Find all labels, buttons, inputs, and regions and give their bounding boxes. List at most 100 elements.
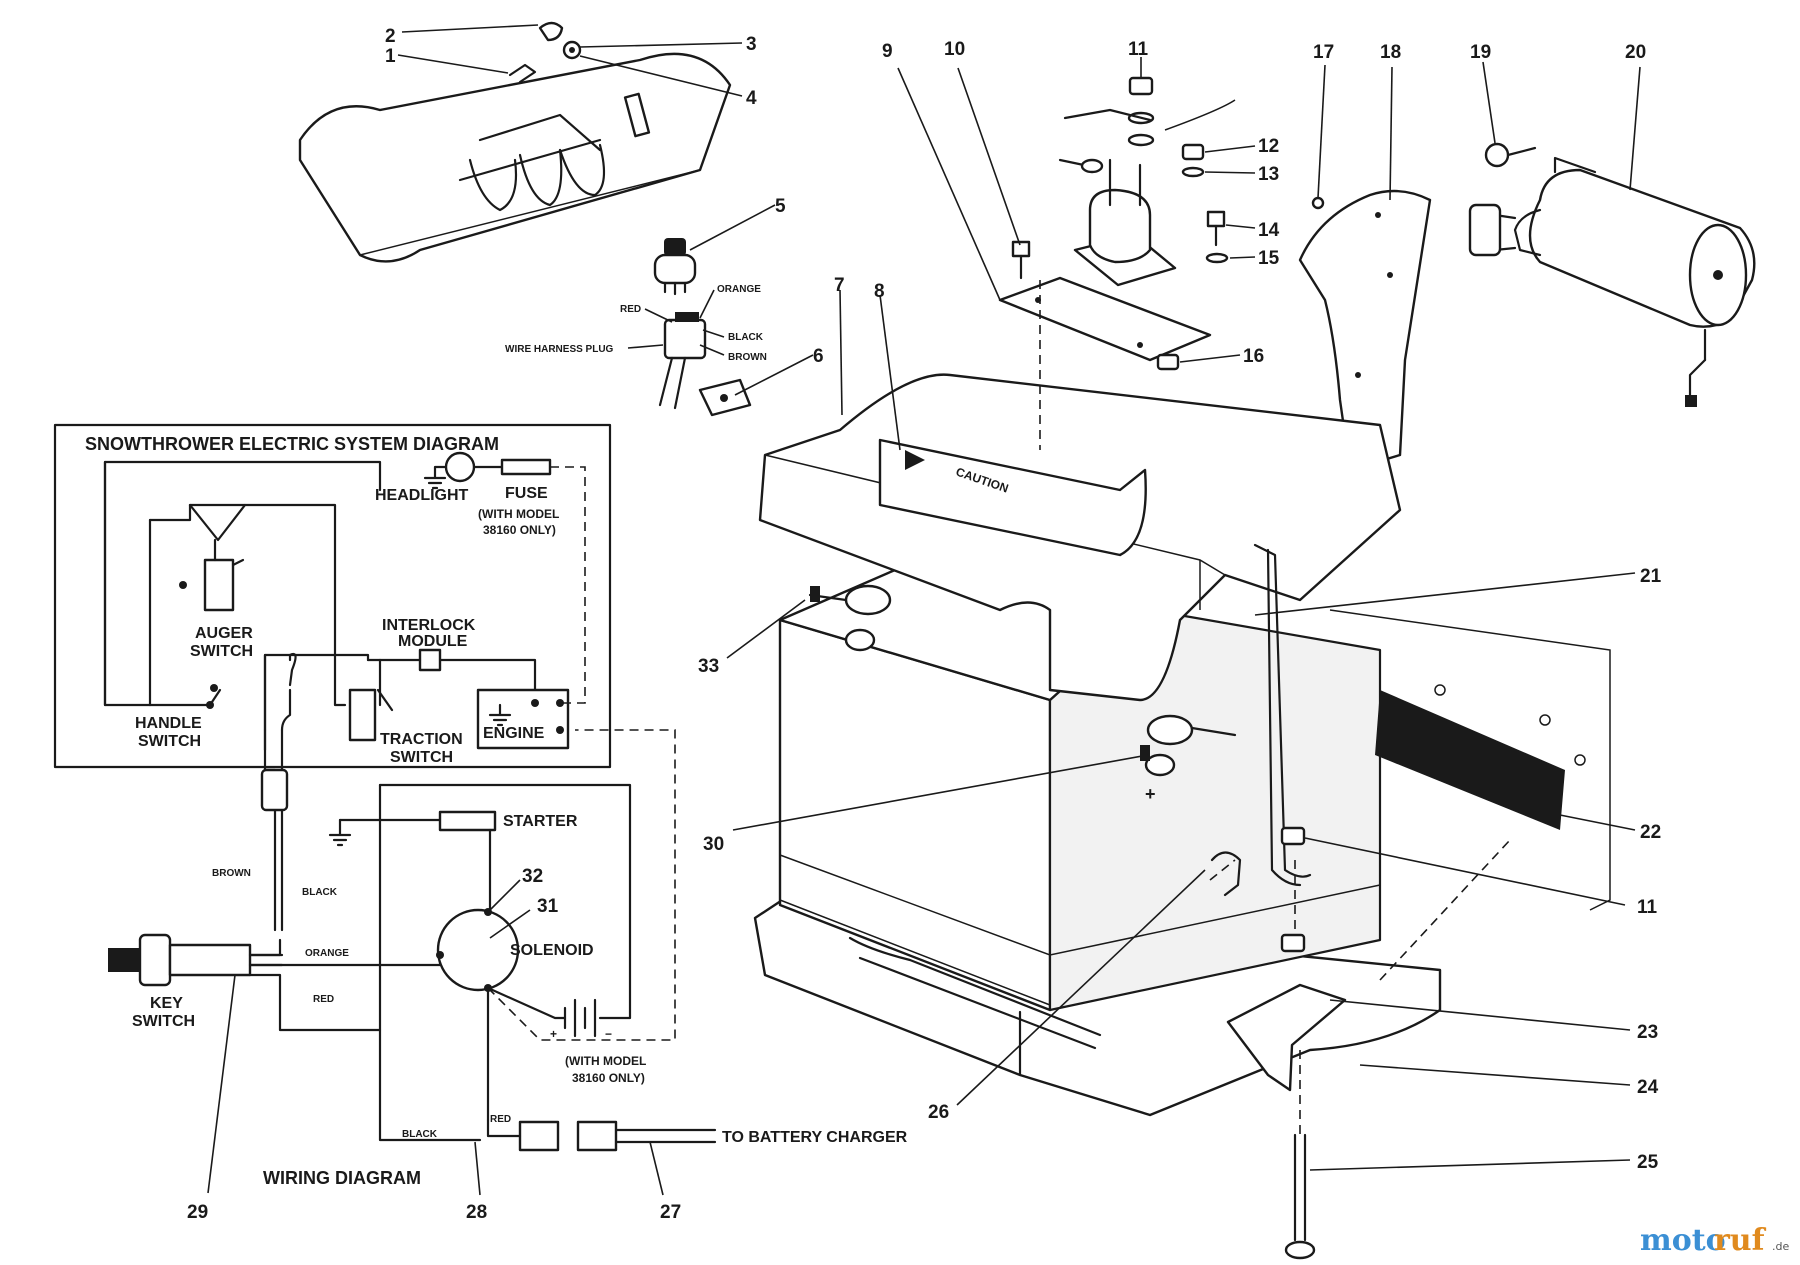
callout-14: 14 bbox=[1258, 220, 1280, 241]
auger-switch-symbol bbox=[203, 558, 235, 612]
key-switch-label-2: SWITCH bbox=[132, 1013, 195, 1030]
red-wire-label-bottom: RED bbox=[490, 1114, 511, 1125]
callout-25: 25 bbox=[1637, 1152, 1659, 1173]
charger-plug-socket bbox=[518, 1120, 560, 1152]
caution-decal bbox=[878, 438, 1147, 557]
wire-orange-label: ORANGE bbox=[717, 284, 761, 295]
callout-18: 18 bbox=[1380, 42, 1401, 63]
handle-switch-label-2: SWITCH bbox=[138, 733, 201, 750]
part-20-starter-motor bbox=[1468, 156, 1756, 407]
wire-black-label: BLACK bbox=[728, 332, 764, 343]
black-wire-label-bottom: BLACK bbox=[402, 1129, 438, 1140]
callout-leaders bbox=[207, 24, 1641, 1196]
callout-10: 10 bbox=[944, 39, 965, 60]
wire-brown-label: BROWN bbox=[728, 352, 767, 363]
solenoid-symbol bbox=[436, 908, 520, 992]
part-19-bolt bbox=[1484, 142, 1537, 168]
part-2-key bbox=[538, 21, 564, 42]
callout-11-bottom: 11 bbox=[1637, 897, 1658, 918]
part-1-lever bbox=[508, 63, 537, 84]
callout-4: 4 bbox=[746, 88, 757, 109]
part-9-mounting-plate bbox=[998, 276, 1212, 362]
electric-system-diagram: SNOWTHROWER ELECTRIC SYSTEM DIAGRAM AUGE… bbox=[53, 423, 612, 769]
battery-plus-sign: + bbox=[550, 1027, 557, 1041]
callout-19: 19 bbox=[1470, 42, 1491, 63]
system-diagram-title: SNOWTHROWER ELECTRIC SYSTEM DIAGRAM bbox=[85, 434, 499, 454]
brown-wire-label: BROWN bbox=[212, 868, 251, 879]
callout-2: 2 bbox=[385, 26, 396, 47]
callout-17: 17 bbox=[1313, 42, 1334, 63]
engine-label: ENGINE bbox=[483, 725, 545, 742]
watermark-part-2: ruf bbox=[1714, 1223, 1767, 1258]
solenoid-label: SOLENOID bbox=[510, 942, 594, 959]
handle-switch-label-1: HANDLE bbox=[135, 715, 202, 732]
watermark-part-3: .de bbox=[1772, 1240, 1789, 1253]
part-16-nut bbox=[1156, 353, 1180, 371]
callout-29: 29 bbox=[187, 1202, 208, 1223]
part-18-bracket bbox=[1298, 189, 1432, 472]
callout-1: 1 bbox=[385, 46, 396, 67]
control-panel bbox=[298, 52, 732, 263]
wire-harness-plug-label: WIRE HARNESS PLUG bbox=[505, 344, 614, 355]
callout-23: 23 bbox=[1637, 1022, 1658, 1043]
watermark-part-1: moto bbox=[1640, 1223, 1726, 1258]
control-panel-assembly bbox=[298, 21, 752, 417]
solenoid-assembly bbox=[998, 76, 1236, 371]
battery-minus-sign: − bbox=[605, 1027, 612, 1041]
callout-33: 33 bbox=[698, 656, 719, 677]
part-30-terminal: + bbox=[1140, 714, 1237, 804]
part-23-holddown bbox=[1226, 983, 1347, 1092]
callout-28: 28 bbox=[466, 1202, 487, 1223]
red-wire-label: RED bbox=[313, 994, 334, 1005]
interlock-label-2: MODULE bbox=[398, 633, 468, 650]
part-10-screw bbox=[1011, 240, 1031, 280]
part-17-screw bbox=[1311, 196, 1325, 210]
fuse-label: FUSE bbox=[505, 485, 548, 502]
battery-charger-label: TO BATTERY CHARGER bbox=[722, 1129, 908, 1146]
fuse-note-2: 38160 ONLY) bbox=[483, 523, 556, 537]
fuse-note-1: (WITH MODEL bbox=[478, 507, 559, 521]
part-33-terminal bbox=[808, 584, 892, 652]
interlock-label-1: INTERLOCK bbox=[382, 617, 476, 634]
key-switch-label-1: KEY bbox=[150, 995, 183, 1012]
callout-30: 30 bbox=[703, 834, 724, 855]
part-11-lower-nut bbox=[1280, 826, 1306, 846]
part-26-clip bbox=[1210, 851, 1242, 897]
battery-assembly: CAUTION + bbox=[753, 373, 1611, 1260]
traction-switch-label-2: SWITCH bbox=[390, 749, 453, 766]
interlock-module-symbol bbox=[418, 648, 442, 672]
wire-harness-plug bbox=[658, 312, 707, 410]
engine-block-symbol bbox=[476, 688, 570, 750]
model-note-2: 38160 ONLY) bbox=[572, 1071, 645, 1085]
callout-8: 8 bbox=[874, 281, 885, 302]
wiring-diagram-title: WIRING DIAGRAM bbox=[263, 1168, 421, 1188]
starter-symbol bbox=[438, 810, 497, 832]
watermark: moto ruf .de bbox=[1640, 1223, 1789, 1258]
callout-26: 26 bbox=[928, 1102, 949, 1123]
callout-31: 31 bbox=[537, 896, 559, 917]
part-11-nut bbox=[1128, 76, 1154, 96]
callout-numbers: 2 1 3 4 5 6 7 8 9 10 11 12 13 14 15 16 1… bbox=[187, 26, 1662, 1223]
headlight-symbol bbox=[444, 451, 476, 483]
callout-15: 15 bbox=[1258, 248, 1280, 269]
part-25-bolt bbox=[1284, 1133, 1316, 1260]
battery-positive-mark: + bbox=[1145, 784, 1156, 804]
callout-3: 3 bbox=[746, 34, 757, 55]
callout-7: 7 bbox=[834, 275, 845, 296]
wire-red-label: RED bbox=[620, 304, 641, 315]
headlight-label: HEADLIGHT bbox=[375, 487, 469, 504]
callout-32: 32 bbox=[522, 866, 543, 887]
orange-wire-label: ORANGE bbox=[305, 948, 349, 959]
panel-plate bbox=[1329, 609, 1611, 911]
callout-27: 27 bbox=[660, 1202, 681, 1223]
callout-12: 12 bbox=[1258, 136, 1279, 157]
callout-22: 22 bbox=[1640, 822, 1661, 843]
key-switch-symbol bbox=[108, 933, 284, 987]
auger-switch-label-1: AUGER bbox=[195, 625, 253, 642]
callout-5: 5 bbox=[775, 196, 786, 217]
model-note-1: (WITH MODEL bbox=[565, 1054, 646, 1068]
part-5-switch bbox=[653, 238, 697, 296]
callout-24: 24 bbox=[1637, 1077, 1659, 1098]
callout-21: 21 bbox=[1640, 566, 1662, 587]
